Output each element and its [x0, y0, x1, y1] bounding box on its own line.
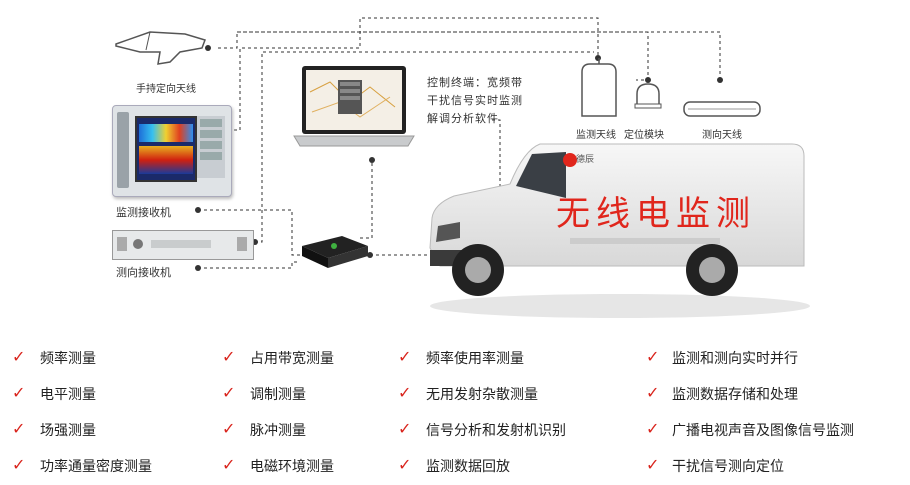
- control-terminal-text: 控制终端：宽频带 干扰信号实时监测 解调分析软件: [427, 74, 523, 128]
- feature-item: 监测数据回放: [426, 458, 510, 474]
- van-illustration: [429, 143, 810, 318]
- feature-item: 无用发射杂散测量: [426, 386, 538, 402]
- check-icon: ✓: [222, 457, 236, 474]
- monitoring-antenna-icon: [581, 58, 617, 117]
- check-icon: ✓: [646, 457, 660, 474]
- feature-item: 频率使用率测量: [426, 350, 524, 366]
- feature-item: 功率通量密度测量: [40, 458, 152, 474]
- check-icon: ✓: [398, 385, 412, 402]
- monitoring-antenna-label: 监测天线: [576, 130, 616, 141]
- check-icon: ✓: [12, 421, 26, 438]
- monitor-receiver-label: 监测接收机: [116, 207, 171, 219]
- control-terminal-line-3: 解调分析软件: [427, 113, 499, 125]
- df-antenna-icon: [683, 101, 761, 117]
- feature-item: 干扰信号测向定位: [672, 458, 784, 474]
- df-receiver-device: [112, 230, 254, 260]
- check-icon: ✓: [12, 385, 26, 402]
- feature-item: 电平测量: [40, 386, 96, 402]
- positioning-module-label: 定位模块: [624, 130, 664, 141]
- positioning-module-icon: [634, 83, 662, 109]
- laptop-icon: [293, 66, 415, 147]
- van-logo-text: 德辰: [576, 154, 595, 164]
- control-terminal-line-1: 控制终端：宽频带: [427, 77, 523, 89]
- check-icon: ✓: [398, 457, 412, 474]
- feature-item: 占用带宽测量: [250, 350, 334, 366]
- df-receiver-label: 测向接收机: [116, 267, 171, 279]
- check-icon: ✓: [646, 385, 660, 402]
- feature-item: 广播电视声音及图像信号监测: [672, 422, 854, 438]
- monitor-receiver-device: [112, 105, 232, 197]
- check-icon: ✓: [646, 421, 660, 438]
- check-icon: ✓: [222, 349, 236, 366]
- check-icon: ✓: [398, 349, 412, 366]
- check-icon: ✓: [12, 457, 26, 474]
- feature-item: 监测和测向实时并行: [672, 350, 798, 366]
- feature-item: 电磁环境测量: [250, 458, 334, 474]
- feature-item: 频率测量: [40, 350, 96, 366]
- handheld-antenna-icon: [115, 31, 206, 65]
- control-terminal-line-2: 干扰信号实时监测: [427, 95, 523, 107]
- van-title: 无线电监测: [556, 195, 756, 233]
- check-icon: ✓: [12, 349, 26, 366]
- check-icon: ✓: [646, 349, 660, 366]
- feature-item: 脉冲测量: [250, 422, 306, 438]
- router-icon: [302, 236, 368, 268]
- df-antenna-label: 测向天线: [702, 130, 742, 141]
- feature-item: 信号分析和发射机识别: [426, 422, 566, 438]
- feature-item: 场强测量: [40, 422, 96, 438]
- handheld-antenna-label: 手持定向天线: [136, 84, 196, 95]
- feature-item: 监测数据存储和处理: [672, 386, 798, 402]
- check-icon: ✓: [398, 421, 412, 438]
- feature-item: 调制测量: [250, 386, 306, 402]
- check-icon: ✓: [222, 421, 236, 438]
- check-icon: ✓: [222, 385, 236, 402]
